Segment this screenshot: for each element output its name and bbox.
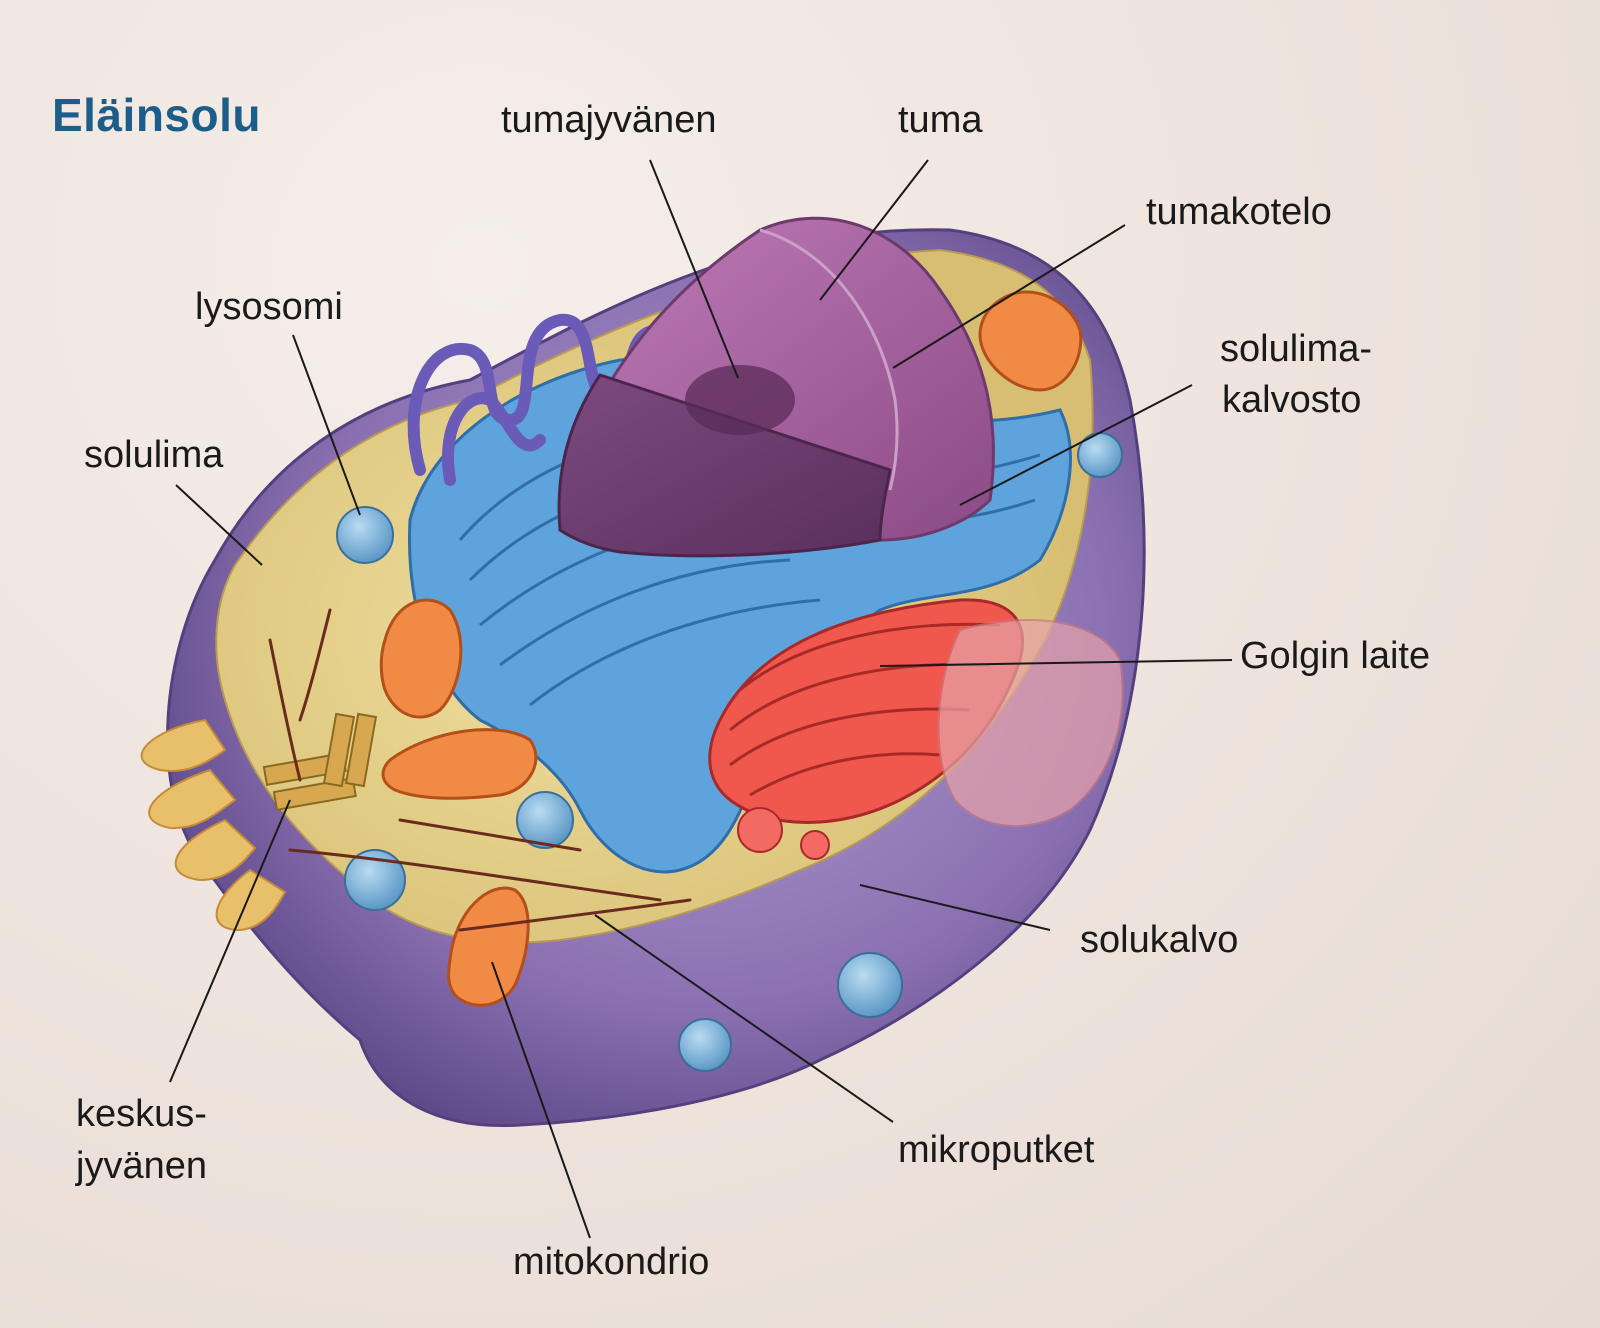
microtubules	[268, 608, 692, 932]
label-lysosomi: lysosomi	[195, 286, 343, 328]
leader-solulima-kalvosto	[959, 384, 1193, 506]
nuclear-envelope-line	[759, 228, 899, 491]
leader-lines	[169, 159, 1233, 1239]
leader-golgin-laite	[879, 659, 1233, 667]
centrioles	[262, 712, 378, 811]
leader-mitokondrio	[491, 961, 591, 1239]
nucleus-cut-face	[557, 373, 892, 558]
leader-solukalvo	[859, 884, 1051, 931]
label-tuma: tuma	[898, 99, 983, 141]
label-solulima-kalvosto-line1: solulima-	[1220, 328, 1373, 370]
label-keskusjyvanen-line1: keskus-	[76, 1093, 207, 1135]
label-solulima: solulima	[84, 434, 224, 476]
leader-lysosomi	[292, 334, 361, 516]
golgi-vesicle	[800, 830, 830, 860]
label-golgin-laite: Golgin laite	[1240, 635, 1431, 677]
nucleolus	[685, 365, 795, 435]
label-solukalvo: solukalvo	[1080, 919, 1239, 961]
label-mitokondrio: mitokondrio	[513, 1241, 710, 1283]
leader-mikroputket	[594, 914, 894, 1123]
leader-keskusjyvanen	[169, 799, 291, 1083]
label-tumajyvanen: tumajyvänen	[501, 99, 717, 141]
label-solulima-kalvosto-line2: kalvosto	[1222, 379, 1362, 421]
microvilli	[140, 718, 287, 932]
leader-tumakotelo	[892, 224, 1126, 369]
mitochondria	[379, 290, 1083, 1007]
leader-solulima	[175, 484, 263, 566]
label-keskusjyvanen-line2: jyvänen	[76, 1145, 207, 1187]
golgi-vesicle	[737, 807, 783, 853]
lysosomes	[336, 432, 1123, 1072]
leader-tuma	[819, 159, 929, 301]
label-tumakotelo: tumakotelo	[1146, 191, 1332, 233]
diagram-title: Eläinsolu	[52, 89, 261, 141]
label-mikroputket: mikroputket	[898, 1129, 1095, 1171]
leader-tumajyvanen	[649, 159, 739, 379]
secretory-vesicles	[937, 619, 1124, 827]
